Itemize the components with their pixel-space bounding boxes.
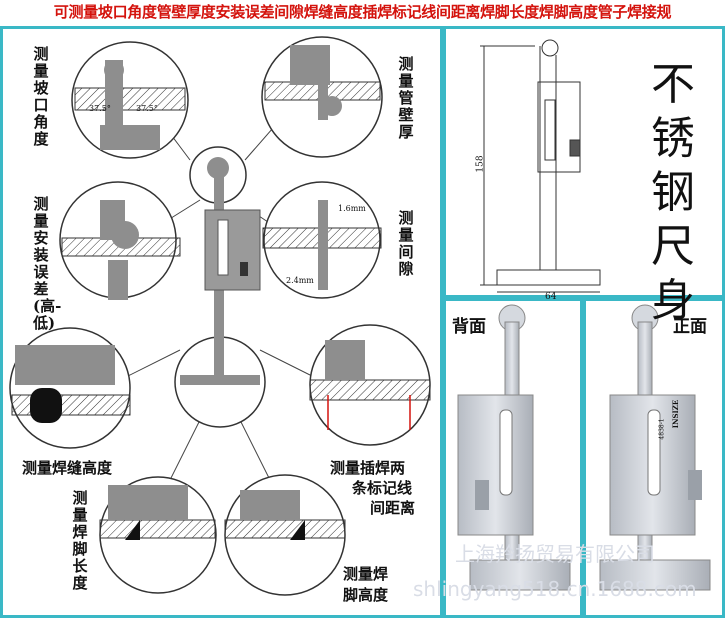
gap-top-label: 1.6mm [338,204,366,213]
back-photo [457,304,571,591]
dim-height-label: 158 [475,155,486,173]
label-install-error: 测量安装误差(高-低) [33,195,62,332]
model-mark: 4838-1 [658,418,666,440]
label-mark-distance-3: 间距离 [370,499,416,517]
dim-width-label: 64 [545,292,557,302]
label-leg-height-1: 测量焊 [343,565,389,583]
label-leg-height-2: 脚高度 [343,586,389,604]
circle-mark-distance [309,324,431,446]
page-title: 可测量坡口角度管壁厚度安装误差间隙焊缝高度插焊标记线间距离焊脚长度焊脚高度管子焊… [0,0,725,24]
gap-bottom-label: 2.4mm [286,276,314,285]
front-label: 正面 [673,317,707,337]
label-bevel-angle: 测量坡口角度 [33,45,49,148]
center-gauge-illustration [180,175,261,385]
material-label: 不锈钢尺身 [651,59,695,326]
technical-drawing [480,39,601,293]
circle-weld-height [9,327,131,449]
circle-leg-height [224,474,346,596]
angle-left-label: 37.5° [89,104,111,113]
back-label: 背面 [452,317,486,337]
watermark-url: shlingyang518.cn.1688.com [413,577,697,601]
label-weld-height: 测量焊缝高度 [22,459,113,477]
front-photo [599,304,711,591]
label-gap: 测量间隙 [398,209,414,278]
label-leg-length: 测量焊脚长度 [72,489,88,592]
circle-bevel-angle [71,41,189,159]
label-mark-distance-2: 条标记线 [352,479,413,497]
circle-gap [262,181,382,299]
circle-install-error [59,181,181,300]
label-wall-thickness: 测量管壁厚 [398,55,414,141]
watermark-company: 上海羚扬贸易有限公司 [455,542,655,566]
circle-wall-thickness [261,36,383,158]
circle-leg-length [99,476,217,594]
technical-drawing-panel [443,26,725,298]
label-mark-distance-1: 测量插焊两 [330,459,406,477]
angle-right-label: 37.5° [136,104,158,113]
